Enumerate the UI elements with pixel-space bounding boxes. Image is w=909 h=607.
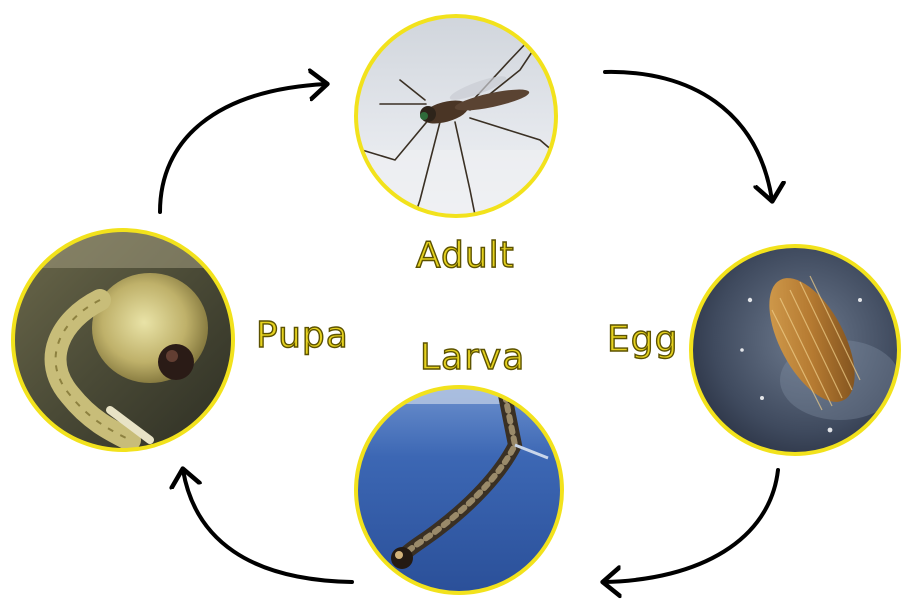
adult-mosquito-image bbox=[350, 10, 575, 230]
label-adult: Adult bbox=[416, 238, 515, 274]
label-egg: Egg bbox=[607, 322, 678, 358]
arrow-larva-to-pupa bbox=[183, 470, 352, 582]
arrow-pupa-to-adult bbox=[160, 84, 326, 212]
arrow-adult-to-egg bbox=[605, 72, 772, 200]
pupa-image bbox=[10, 228, 240, 458]
arrow-egg-to-larva bbox=[604, 470, 778, 582]
egg-raft-image bbox=[685, 240, 905, 460]
larva-image bbox=[350, 382, 570, 597]
label-larva: Larva bbox=[420, 340, 525, 376]
label-pupa: Pupa bbox=[256, 318, 349, 354]
